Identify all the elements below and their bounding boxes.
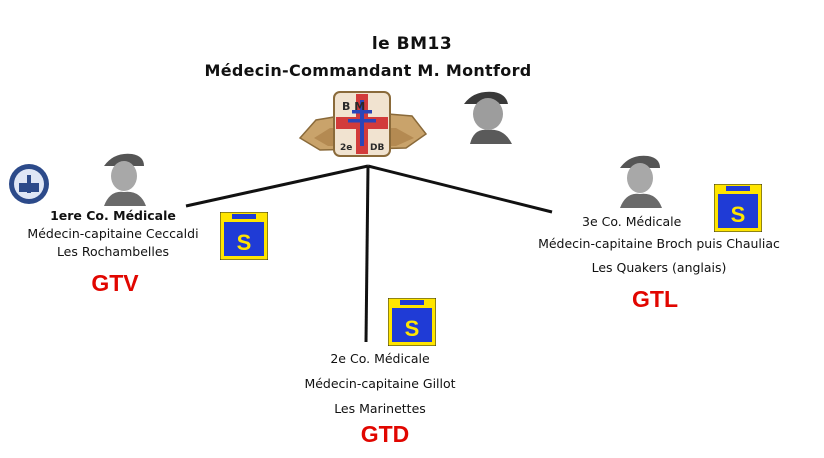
regiment-insignia-icon: B M 2e DB <box>296 86 430 162</box>
unit3-commander: Médecin-capitaine Broch puis Chauliac <box>538 236 780 251</box>
unit3-group: GTL <box>632 286 678 312</box>
unit3-badge-letter: S <box>731 202 746 227</box>
company-badge-icon: S <box>220 212 268 260</box>
unit2-badge-letter: S <box>405 316 420 341</box>
unit2-nickname: Les Marinettes <box>334 401 426 416</box>
company-badge-icon: S <box>388 298 436 346</box>
connector-line-down <box>364 165 370 343</box>
unit3-nickname: Les Quakers (anglais) <box>591 260 727 275</box>
unit1-company: 1ere Co. Médicale <box>50 208 176 223</box>
unit2-commander: Médecin-capitaine Gillot <box>304 376 456 391</box>
unit1-block: 1ere Co. Médicale Médecin-capitaine Cecc… <box>14 208 212 259</box>
unit3-portrait <box>614 152 666 208</box>
commandant-portrait <box>456 84 520 144</box>
cross-of-lorraine-icon <box>348 100 376 146</box>
unit3-badge: S <box>714 184 762 232</box>
unit1-group: GTV <box>91 270 139 296</box>
chart-title: le BM13 <box>371 34 453 54</box>
unit3-company: 3e Co. Médicale <box>582 214 682 229</box>
unit2-badge: S <box>388 298 436 346</box>
insignia-letters-bottom-left: 2e <box>340 143 352 153</box>
insignia-letters-bottom-right: DB <box>370 143 384 153</box>
unit1-portrait <box>98 150 150 206</box>
unit1-badge: S <box>220 212 268 260</box>
unit2-company: 2e Co. Médicale <box>330 351 430 366</box>
unit3-block: Médecin-capitaine Broch puis Chauliac Le… <box>510 236 808 275</box>
unit1-badge-letter: S <box>237 230 252 255</box>
unit2-group: GTD <box>360 421 410 447</box>
unit1-nickname: Les Rochambelles <box>56 244 170 259</box>
unit3-company-wrap: 3e Co. Médicale <box>582 214 681 229</box>
chart-subtitle: Médecin-Commandant M. Montford <box>204 61 532 80</box>
connector-line-left <box>185 164 369 208</box>
connector-line-right <box>367 164 553 214</box>
insignia-letters-top: B M <box>342 100 365 113</box>
rochambelles-emblem-icon <box>8 163 50 205</box>
company-badge-icon: S <box>714 184 762 232</box>
unit2-block: 2e Co. Médicale Médecin-capitaine Gillot… <box>270 351 490 416</box>
unit1-commander: Médecin-capitaine Ceccaldi <box>27 226 199 241</box>
